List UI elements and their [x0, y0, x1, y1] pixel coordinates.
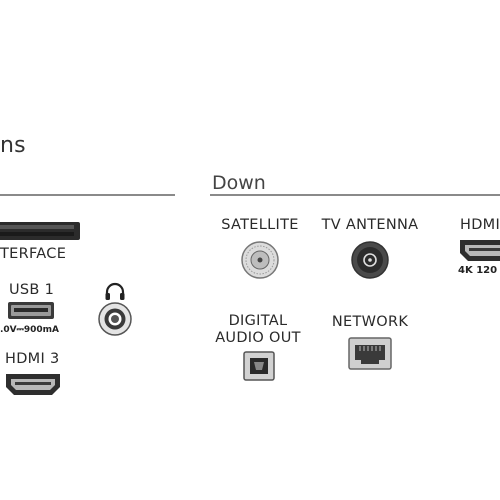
usb-spec-label: .0V⎓900mA	[0, 325, 59, 335]
hdmi-spec-label: 4K 120	[458, 265, 498, 276]
network-label: NETWORK	[331, 314, 409, 330]
ci-slot-icon	[0, 222, 80, 240]
ethernet-port-icon	[348, 337, 392, 370]
antenna-port-icon	[351, 241, 389, 279]
hdmi-port-icon	[6, 374, 60, 395]
satellite-port-icon	[241, 241, 279, 279]
page-title: ns	[0, 133, 26, 158]
usb-port-icon	[8, 302, 54, 319]
ci-interface-label: TERFACE	[0, 246, 67, 262]
hdmi-port-icon	[460, 240, 500, 261]
hdmi3-label: HDMI 3	[5, 351, 60, 367]
headphone-icon	[105, 282, 125, 300]
usb-label: USB 1	[9, 282, 55, 298]
tv-antenna-label: TV ANTENNA	[321, 217, 419, 233]
audio-jack-icon	[98, 302, 132, 336]
section-title-down: Down	[212, 172, 266, 194]
optical-port-icon	[243, 351, 275, 381]
section-divider-down	[210, 194, 500, 196]
section-divider-left	[0, 194, 175, 196]
satellite-label: SATELLITE	[221, 217, 299, 233]
hdmi-down-label: HDMI	[460, 217, 500, 233]
digital-audio-label-line2: AUDIO OUT	[215, 330, 301, 346]
digital-audio-label-line1: DIGITAL	[228, 313, 288, 329]
